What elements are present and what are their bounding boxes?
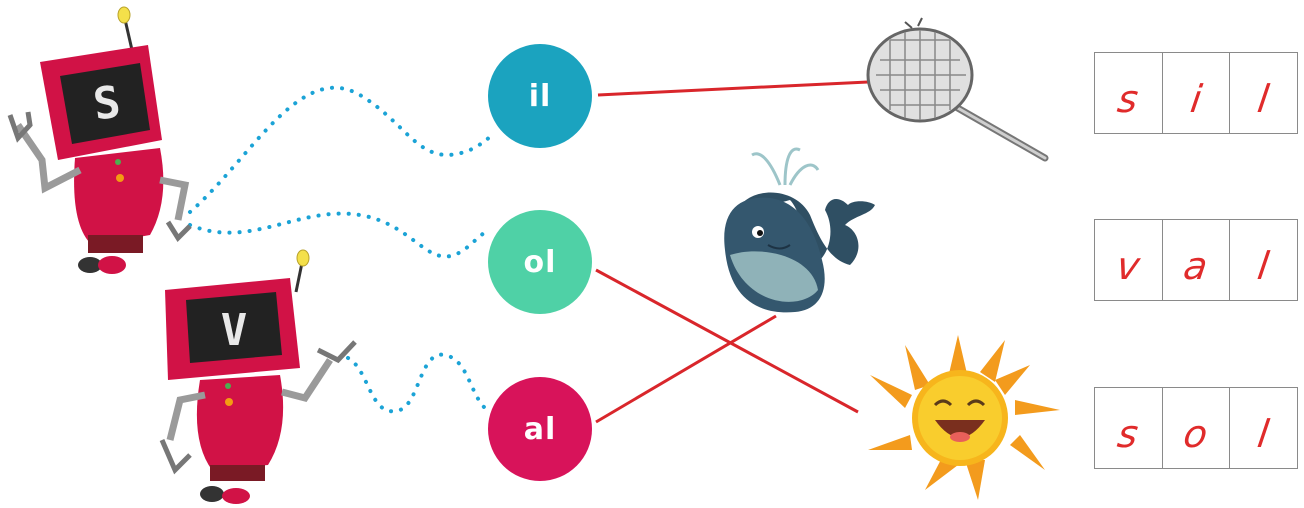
syllable-al-label: al [523, 411, 557, 447]
dotted-path-robot-v-to-al [346, 352, 492, 414]
letter: o [1181, 412, 1211, 456]
letter-box[interactable]: l [1230, 220, 1297, 300]
letter-box[interactable]: s [1095, 53, 1163, 133]
connector-il-to-sieve [597, 80, 869, 97]
robot-v: V [159, 249, 357, 504]
syllable-il-label: il [528, 78, 552, 114]
connector-al-to-whale [595, 314, 777, 424]
letter: s [1115, 77, 1142, 121]
word-grid-sil: s i l [1094, 52, 1298, 134]
letter: v [1113, 244, 1143, 288]
dotted-path-robot-s-to-il [188, 85, 497, 214]
word-grid-sol: s o l [1094, 387, 1298, 469]
syllable-ol-circle[interactable]: ol [488, 210, 592, 314]
letter-box[interactable]: i [1163, 53, 1231, 133]
dotted-path-robot-s-to-ol [188, 211, 492, 259]
letter-box[interactable]: l [1230, 53, 1297, 133]
robot-s: S [7, 6, 192, 274]
word-grid-val: v a l [1094, 219, 1298, 301]
connector-ol-to-sun [595, 268, 859, 414]
letter: l [1255, 412, 1273, 456]
letter-box[interactable]: v [1095, 220, 1163, 300]
letter: a [1181, 244, 1211, 288]
letter: l [1255, 244, 1273, 288]
sun-icon [868, 335, 1060, 500]
syllable-al-circle[interactable]: al [488, 377, 592, 481]
letter-box[interactable]: o [1163, 388, 1231, 468]
letter-box[interactable]: l [1230, 388, 1297, 468]
letter: l [1255, 77, 1273, 121]
letter-box[interactable]: s [1095, 388, 1163, 468]
letter: s [1115, 412, 1142, 456]
syllable-il-circle[interactable]: il [488, 44, 592, 148]
whale-icon [724, 147, 875, 313]
syllable-ol-label: ol [523, 244, 557, 280]
letter: i [1187, 77, 1205, 121]
robot-v-screen-letter: V [221, 305, 248, 356]
sieve-icon [866, 17, 1049, 162]
letter-box[interactable]: a [1163, 220, 1231, 300]
